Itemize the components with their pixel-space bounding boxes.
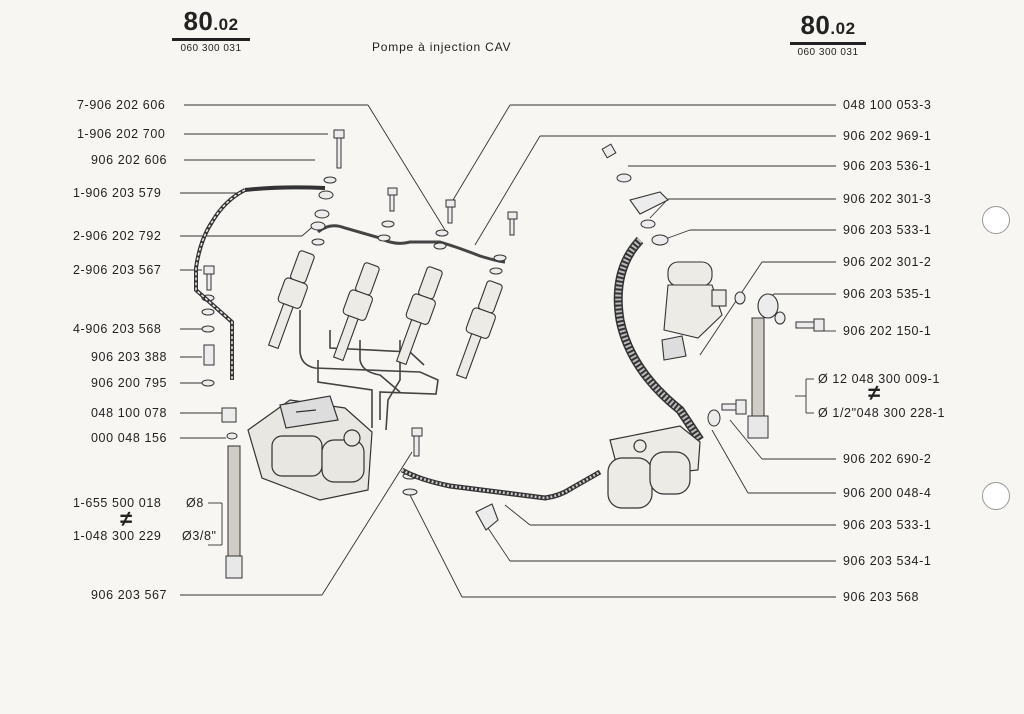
- bolts-and-washers: [201, 129, 825, 496]
- not-equal-symbol: ≠: [120, 506, 133, 531]
- part-label-left: 000 048 156: [91, 431, 168, 445]
- fuel-filter: [607, 425, 701, 509]
- injectors: [267, 250, 503, 380]
- page-number-main: 80: [183, 6, 214, 36]
- part-label-right: Ø 12 048 300 009-1: [818, 372, 940, 386]
- diameter-label: Ø3/8": [182, 529, 217, 543]
- part-label-left: 906 200 795: [91, 376, 168, 390]
- part-label-left: 1-655 500 018: [73, 496, 162, 510]
- left-fuel-pipe-top: [244, 185, 326, 192]
- leak-off-pipe: [317, 224, 506, 264]
- part-label-right: Ø 1/2"048 300 228-1: [818, 406, 946, 420]
- header-rule: [172, 38, 250, 41]
- page-number-left: 80.02: [172, 6, 250, 37]
- right-vertical-hose: [747, 317, 769, 439]
- part-label-right: 906 202 969-1: [843, 129, 932, 143]
- part-label-left: 7-906 202 606: [77, 98, 166, 112]
- part-label-left: 906 203 567: [91, 588, 168, 602]
- part-label-right: 906 200 048-4: [843, 486, 932, 500]
- part-label-left: 1-906 202 700: [77, 127, 166, 141]
- binder-hole: [982, 482, 1010, 510]
- part-label-left: 1-906 203 579: [73, 186, 162, 200]
- header-rule: [790, 42, 866, 45]
- part-label-right: 906 202 301-2: [843, 255, 932, 269]
- page-number-suffix: .02: [830, 19, 856, 38]
- injector-pipes: [299, 310, 439, 431]
- injection-pump: [247, 395, 373, 501]
- part-label-left: 2-906 202 792: [73, 229, 162, 243]
- part-label-right: 906 202 301-3: [843, 192, 932, 206]
- page-code-left: 060 300 031: [180, 43, 242, 54]
- page-number-right: 80.02: [790, 10, 866, 41]
- binder-hole: [982, 206, 1010, 234]
- not-equal-symbol: ≠: [868, 380, 881, 405]
- part-label-right: 906 203 533-1: [843, 223, 932, 237]
- part-label-left: 048 100 078: [91, 406, 168, 420]
- page-number-main: 80: [800, 10, 831, 40]
- part-label-left: 4-906 203 568: [73, 322, 162, 336]
- page-title: Pompe à injection CAV: [372, 40, 512, 54]
- part-label-left: 2-906 203 567: [73, 263, 162, 277]
- page-header-left: 80.02 060 300 031: [172, 6, 250, 54]
- page-code-right: 060 300 031: [797, 47, 859, 58]
- part-label-right: 906 203 535-1: [843, 287, 932, 301]
- filter-to-pump-pipe: [400, 467, 602, 501]
- part-label-right: 906 203 534-1: [843, 554, 932, 568]
- left-flex-hose: [225, 445, 243, 579]
- page-header-right: 80.02 060 300 031: [790, 10, 866, 58]
- part-label-right: 906 203 568: [843, 590, 920, 604]
- part-label-right: 906 202 150-1: [843, 324, 932, 338]
- left-fuel-pipe: [194, 188, 246, 380]
- part-label-left: 906 203 388: [91, 350, 168, 364]
- fittings: [475, 191, 779, 531]
- leader-lines: [180, 104, 836, 598]
- part-label-right: 906 203 536-1: [843, 159, 932, 173]
- part-label-left: 906 202 606: [91, 153, 168, 167]
- part-label-left: 1-048 300 229: [73, 529, 162, 543]
- part-label-right: 906 202 690-2: [843, 452, 932, 466]
- part-label-right: 906 203 533-1: [843, 518, 932, 532]
- diameter-label: Ø8: [186, 496, 204, 510]
- page-number-suffix: .02: [213, 15, 239, 34]
- feed-pump: [661, 261, 727, 361]
- part-label-right: 048 100 053-3: [843, 98, 932, 112]
